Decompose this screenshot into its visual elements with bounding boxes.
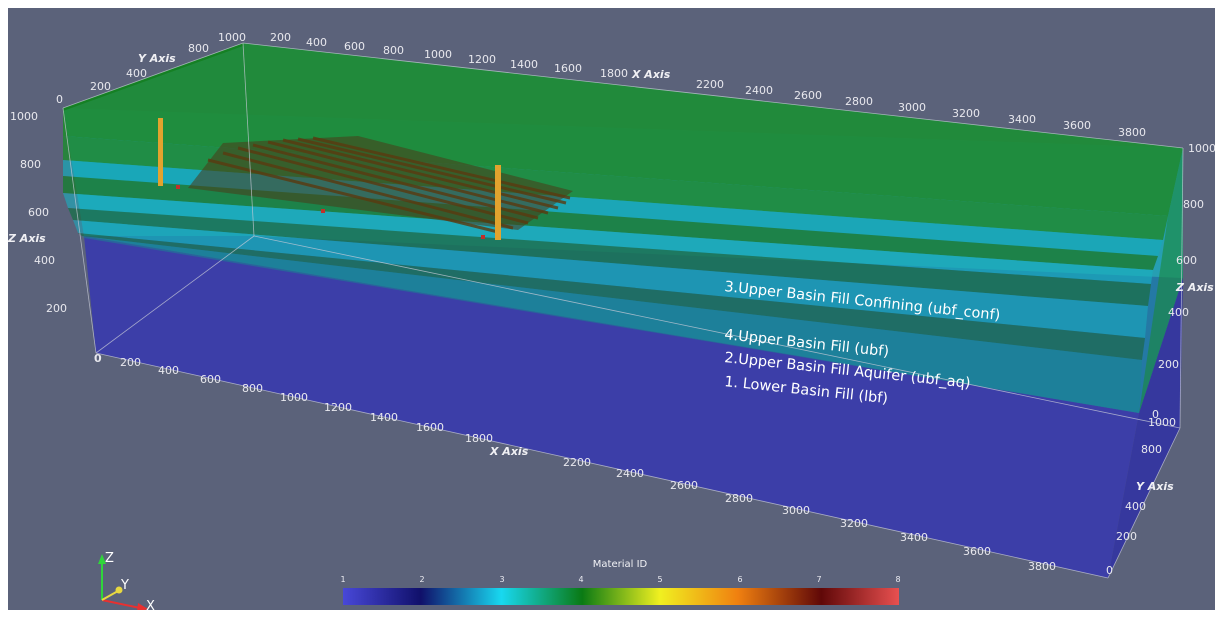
wells [158, 118, 501, 240]
x-tick-top: 400 [306, 36, 327, 49]
x-tick-top: 2200 [696, 78, 724, 91]
orientation-widget: Z Y X [98, 551, 155, 610]
x-tick-bottom: 3800 [1028, 560, 1056, 573]
z-axis-title-left: Z Axis [8, 232, 46, 245]
x-tick-bottom: 3600 [963, 545, 991, 558]
well-2 [495, 165, 501, 240]
x-tick-bottom: 1800 [465, 432, 493, 445]
z-arrow-icon [98, 554, 106, 564]
x-tick-bottom: 1200 [324, 401, 352, 414]
z-tick-right: 1000 [1188, 142, 1215, 155]
orient-x-label: X [146, 599, 155, 610]
y-axis-left-ticks: 0 200 400 800 1000 Y Axis [56, 31, 246, 106]
x-tick-bottom: 1600 [416, 421, 444, 434]
z-axis-right-ticks: 1000 800 600 400 200 0 Z Axis [1152, 142, 1215, 421]
z-tick-left: 800 [20, 158, 41, 171]
x-tick-top: 2800 [845, 95, 873, 108]
x-tick-bottom: 2800 [725, 492, 753, 505]
x-tick-top: 2600 [794, 89, 822, 102]
x-tick-top: 3800 [1118, 126, 1146, 139]
y-tick-right: 400 [1125, 500, 1146, 513]
x-tick-top: 1600 [554, 62, 582, 75]
y-tick-left: 200 [90, 80, 111, 93]
colorbar-gradient [343, 588, 899, 605]
y-tick-left: 0 [56, 93, 63, 106]
well-marker-2 [321, 209, 325, 213]
x-tick-top: 3600 [1063, 119, 1091, 132]
z-tick-left: 1000 [10, 110, 38, 123]
colorbar-title: Material ID [593, 559, 648, 570]
x-tick-bottom: 800 [242, 382, 263, 395]
x-tick-top: 600 [344, 40, 365, 53]
x-tick-top: 3400 [1008, 113, 1036, 126]
colorbar-tick: 4 [578, 575, 583, 584]
x-tick-bottom: 1000 [280, 391, 308, 404]
z-axis-left-ticks: 1000 800 600 400 200 Z Axis [8, 110, 67, 315]
z-tick-right: 200 [1158, 358, 1179, 371]
well-marker-3 [481, 235, 485, 239]
x-tick-bottom: 2400 [616, 467, 644, 480]
colorbar-tick: 8 [895, 575, 900, 584]
x-tick-top: 1000 [424, 48, 452, 61]
y-arrow-icon [115, 586, 123, 594]
z-tick-right: 600 [1176, 254, 1197, 267]
colorbar-tick: 1 [340, 575, 345, 584]
y-axis-title-right: Y Axis [1136, 480, 1174, 493]
z-axis-title-right: Z Axis [1175, 281, 1214, 294]
x-tick-top: 2400 [745, 84, 773, 97]
3d-render-viewport[interactable]: 200 400 600 800 1000 1200 1400 1600 1800… [8, 8, 1215, 610]
bounding-box-edges [62, 42, 1184, 579]
x-tick-top: 800 [383, 44, 404, 57]
x-tick-top: 3200 [952, 107, 980, 120]
x-tick-top: 1200 [468, 53, 496, 66]
x-arrow-icon [137, 603, 148, 610]
x-tick-bottom: 3400 [900, 531, 928, 544]
well-field-stripes [188, 136, 573, 234]
z-tick-left: 400 [34, 254, 55, 267]
x-zero-bottom: 0 [94, 352, 102, 365]
x-tick-top: 1800 [600, 67, 628, 80]
y-tick-right: 1000 [1148, 416, 1176, 429]
z-tick-left: 200 [46, 302, 67, 315]
y-tick-right: 200 [1116, 530, 1137, 543]
x-tick-bottom: 1400 [370, 411, 398, 424]
well-marker-1 [176, 185, 180, 189]
y-tick-left: 800 [188, 42, 209, 55]
orient-y-label: Y [120, 578, 129, 593]
scene-svg: 200 400 600 800 1000 1200 1400 1600 1800… [8, 8, 1215, 610]
x-tick-bottom: 3000 [782, 504, 810, 517]
y-tick-right: 0 [1106, 564, 1113, 577]
z-tick-right: 400 [1168, 306, 1189, 319]
x-axis-bottom-ticks: 0 200 400 600 800 1000 1200 1400 1600 18… [94, 352, 1056, 573]
x-tick-top: 200 [270, 31, 291, 44]
x-axis-top-ticks: 200 400 600 800 1000 1200 1400 1600 1800… [270, 31, 1146, 139]
y-tick-left: 1000 [218, 31, 246, 44]
z-tick-right: 0 [1152, 408, 1159, 421]
x-axis-title-top: X Axis [631, 68, 671, 81]
x-tick-top: 3000 [898, 101, 926, 114]
x-tick-bottom: 600 [200, 373, 221, 386]
x-tick-bottom: 3200 [840, 517, 868, 530]
y-tick-right: 800 [1141, 443, 1162, 456]
z-tick-right: 800 [1183, 198, 1204, 211]
y-tick-left: 400 [126, 67, 147, 80]
colorbar-tick: 7 [816, 575, 821, 584]
colorbar-tick: 5 [657, 575, 662, 584]
orient-z-label: Z [105, 551, 114, 566]
y-axis-right-ticks: 1000 800 400 200 0 Y Axis [1106, 416, 1176, 577]
x-tick-bottom: 2600 [670, 479, 698, 492]
x-tick-bottom: 200 [120, 356, 141, 369]
x-tick-bottom: 400 [158, 364, 179, 377]
well-1 [158, 118, 163, 186]
colorbar-tick: 3 [499, 575, 504, 584]
x-axis-title-bottom: X Axis [489, 445, 529, 458]
colorbar-tick: 2 [419, 575, 424, 584]
color-bar: Material ID 1 2 3 4 5 6 7 8 [340, 559, 901, 605]
colorbar-tick: 6 [737, 575, 742, 584]
z-tick-left: 600 [28, 206, 49, 219]
y-axis-title-left: Y Axis [138, 52, 176, 65]
x-tick-bottom: 2200 [563, 456, 591, 469]
x-tick-top: 1400 [510, 58, 538, 71]
